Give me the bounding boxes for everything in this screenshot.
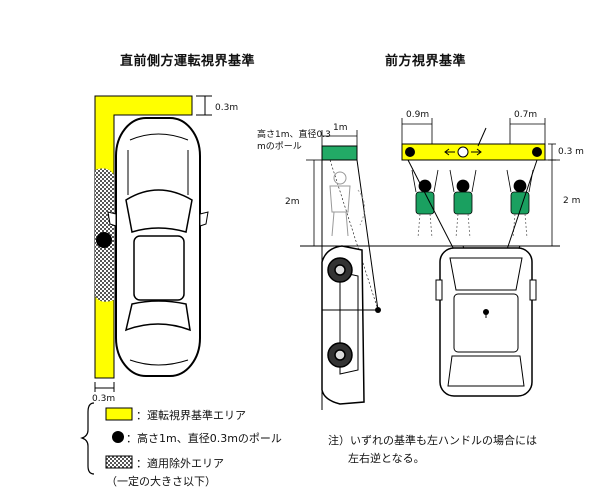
note-line1: 注）いずれの基準も左ハンドルの場合には [328,434,537,447]
side-view-car [321,245,365,405]
left-view-area [94,95,193,379]
dim-bar-height: 0.3 m [558,147,584,157]
note-line2: 左右逆となる。 [348,452,425,465]
left-car-top-view [107,117,209,377]
child-right [506,169,534,239]
right-diagram [300,118,560,410]
legend-subnote: （一定の大きさ以下） [106,475,216,488]
legend-black-dot [112,431,124,443]
child-left [411,169,439,239]
legend-yellow-swatch [105,407,133,421]
left-dim-top: 0.3m [215,103,239,113]
legend-item-exclusion: ：適用除外エリア [136,457,224,470]
front-children [411,169,534,239]
green-pole-box [321,145,358,161]
driver-eye-point [483,309,489,315]
left-diagram [94,95,212,392]
left-side-child-sketch [329,171,365,237]
dim-right-gap: 0.7m [514,110,538,120]
pole-label-line2: mのポール [257,142,302,152]
child-center [449,169,477,239]
pole-label-line1: 高さ1m、直径0.3 [257,130,331,140]
left-dim-bottom: 0.3m [92,394,116,404]
dim-pole-height: 2m [285,197,300,207]
legend-symbols [80,402,133,475]
legend-item-pole: ：高さ1m、直径0.3mのポール [126,432,282,445]
dim-pole-width: 1m [333,123,348,133]
left-diagram-title: 直前側方運転視界基準 [120,54,256,69]
dim-front-distance: 2 m [563,196,581,206]
legend-item-view-area: ：運転視界基準エリア [136,409,246,422]
right-diagram-title: 前方視界基準 [385,54,467,69]
dim-left-gap: 0.9m [406,110,430,120]
front-view-car [435,247,537,397]
legend-hatch-swatch [105,455,133,469]
left-pole-dot [96,232,112,248]
